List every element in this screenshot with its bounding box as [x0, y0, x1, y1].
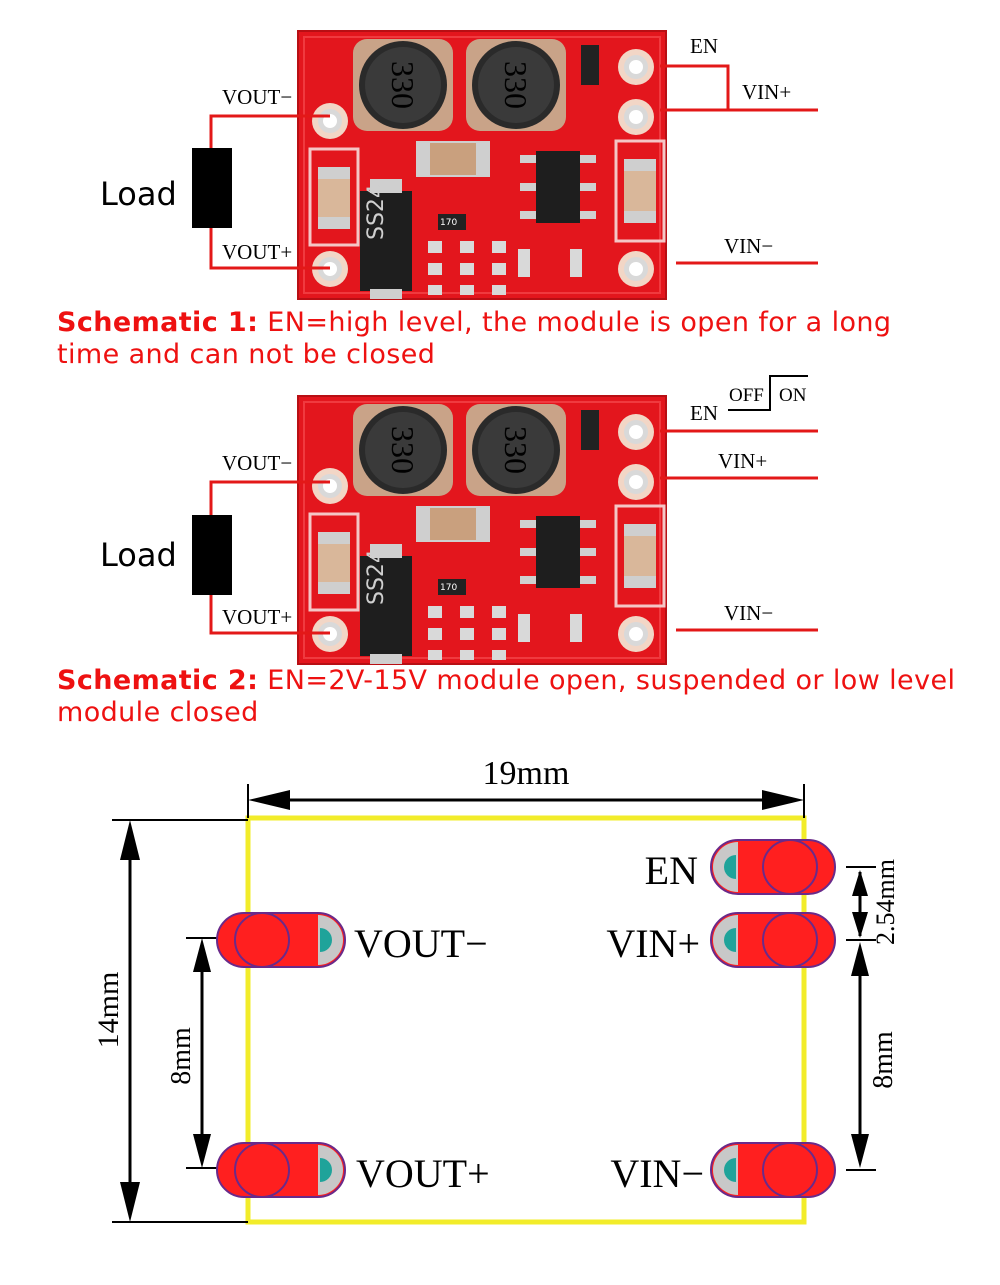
wire-vout-plus-1: [209, 228, 330, 270]
vin-minus-label: VIN−: [724, 234, 773, 258]
diode-marking: SS24: [364, 184, 389, 240]
module-photo-2: [296, 394, 668, 666]
pitch-label: 2.54mm: [871, 859, 900, 945]
module-photo-1: [296, 29, 668, 301]
dimension-drawing: 19mm 14mm 8mm 8mm 2.54mm: [92, 755, 900, 1225]
caption-text: EN=high level, the module is open for a …: [57, 307, 892, 370]
off-label: OFF: [729, 385, 764, 406]
wire-vout-plus-2: [209, 595, 330, 635]
caption-title: Schematic 2:: [57, 665, 259, 696]
inductor-marking: 330: [498, 61, 534, 109]
right-spacing-label: 8mm: [868, 1031, 899, 1089]
load-resistor-2: [192, 515, 232, 595]
pin-label-vin-minus: VIN−: [610, 1151, 704, 1196]
on-label: ON: [779, 385, 807, 406]
board-outline: [245, 815, 807, 1225]
wire-vout-minus-2: [209, 480, 330, 515]
load-label: Load: [100, 536, 177, 574]
caption-schematic-2: Schematic 2: EN=2V-15V module open, susp…: [57, 665, 957, 729]
vin-minus-label: VIN−: [724, 601, 773, 625]
load-resistor-1: [192, 148, 232, 228]
pin-label-vout-minus: VOUT−: [354, 921, 488, 966]
inductor-markings-2: 330 330: [385, 426, 534, 474]
en-label: EN: [690, 34, 718, 58]
wire-en-1: [660, 64, 730, 109]
load-label: Load: [100, 175, 177, 213]
inductor-markings-1: 330 330: [385, 61, 534, 109]
resistor-marking: 170: [440, 583, 457, 593]
height-label: 14mm: [92, 972, 125, 1049]
pin-label-en: EN: [645, 848, 698, 893]
switch-waveform-icon: [728, 375, 808, 411]
vout-minus-label: VOUT−: [222, 85, 292, 109]
schematic-1: 330 330 SS24 170 Load VOUT− VOUT+ EN VIN…: [100, 29, 818, 301]
pad-vin-plus: [710, 912, 836, 968]
width-label: 19mm: [483, 755, 570, 792]
inductor-marking: 330: [498, 426, 534, 474]
en-label: EN: [690, 401, 718, 425]
caption-text: EN=2V-15V module open, suspended or low …: [57, 665, 956, 728]
caption-title: Schematic 1:: [57, 307, 259, 338]
vout-plus-label: VOUT+: [222, 605, 292, 629]
pin-label-vout-plus: VOUT+: [356, 1151, 490, 1196]
diode-marking: SS24: [364, 549, 389, 605]
inductor-marking: 330: [385, 426, 421, 474]
pad-vout-minus: [216, 912, 346, 968]
vout-minus-label: VOUT−: [222, 451, 292, 475]
inductor-marking: 330: [385, 61, 421, 109]
left-spacing-label: 8mm: [166, 1027, 197, 1085]
pin-label-vin-plus: VIN+: [606, 921, 700, 966]
schematic-2: 330 330 SS24 170 Load VOUT− VOUT+ EN OFF…: [100, 375, 818, 666]
vin-plus-label: VIN+: [718, 449, 767, 473]
resistor-marking: 170: [440, 218, 457, 228]
vin-plus-label: VIN+: [742, 80, 791, 104]
caption-schematic-1: Schematic 1: EN=high level, the module i…: [57, 307, 957, 371]
pad-vout-plus: [216, 1142, 346, 1198]
pad-vin-minus: [710, 1142, 836, 1198]
wire-vout-minus-1: [209, 114, 330, 148]
vout-plus-label: VOUT+: [222, 240, 292, 264]
pad-en: [710, 839, 836, 895]
